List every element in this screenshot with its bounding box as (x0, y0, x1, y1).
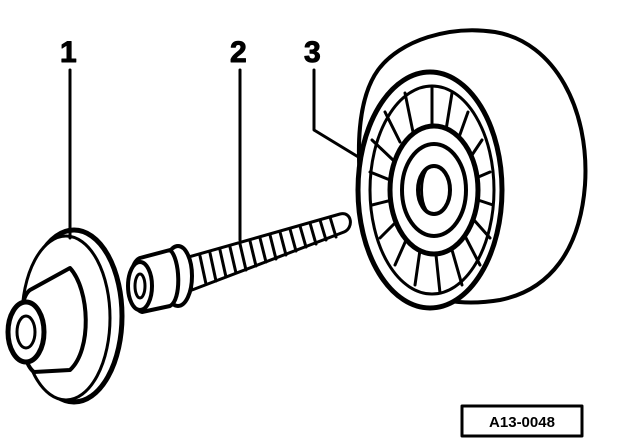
pulley-bore (416, 164, 452, 216)
figure-reference: A13-0048 (460, 404, 584, 438)
figure-reference-label: A13-0048 (489, 414, 555, 431)
leader-lines (68, 68, 362, 242)
tensioning-pulley (355, 28, 588, 311)
callout-3: 3 (304, 36, 321, 69)
callout-1: 1 (60, 36, 77, 69)
bolt-head-face (126, 260, 154, 312)
bolt-head-recess (133, 272, 147, 300)
bolt-threads (198, 215, 338, 286)
conical-washer (5, 227, 125, 405)
bolt-shank (183, 212, 352, 292)
pulley-rim-shade (493, 30, 587, 302)
hex-bolt (126, 212, 352, 314)
pulley-bore-shade (420, 168, 428, 212)
leader-3 (312, 68, 362, 160)
washer-spigot (5, 299, 47, 365)
callout-2: 2 (230, 36, 247, 69)
washer-bore (15, 314, 37, 350)
pulley-hub-ring (400, 142, 468, 238)
